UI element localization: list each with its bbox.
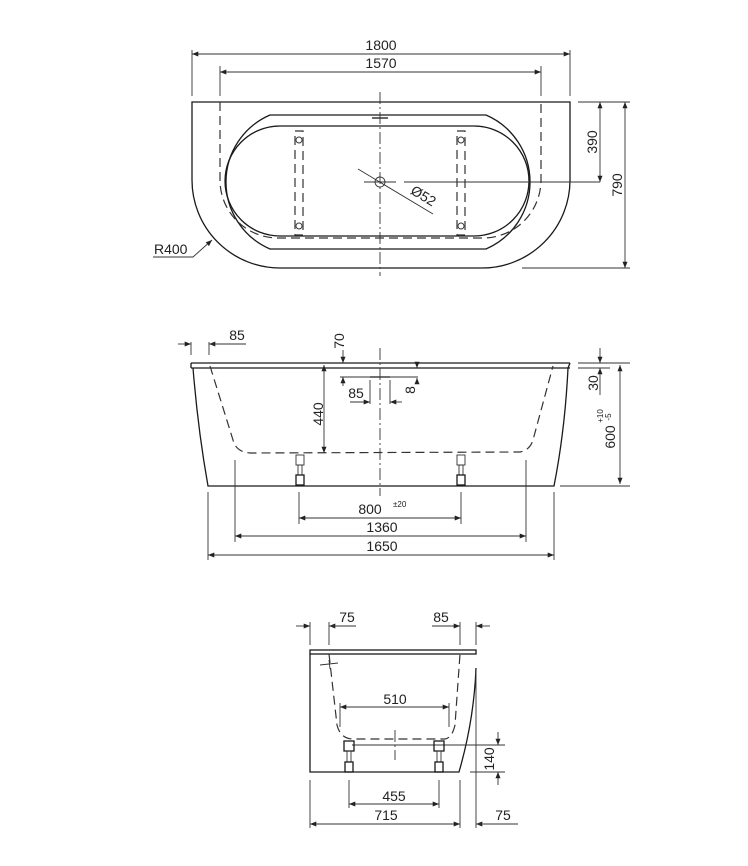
dim-overflow-depth: 8 (402, 386, 418, 394)
dim-floor-clearance: 140 (481, 747, 497, 771)
dim-inner-bottom-width: 510 (383, 691, 407, 707)
dim-base-width: 715 (374, 807, 398, 823)
dim-overall-width: 790 (609, 173, 625, 197)
end-view: 75 85 510 140 455 715 75 (296, 609, 518, 828)
dim-overflow-width: 85 (348, 385, 364, 401)
dim-corner-radius: R400 (154, 241, 188, 257)
dim-overall-height-tol-minus: -5 (604, 413, 613, 421)
dim-base-length: 1650 (366, 538, 397, 554)
dim-drain-diameter: Ø52 (408, 182, 439, 209)
dim-feet-spacing-tol: ±20 (393, 500, 407, 509)
end-foot-left (343, 740, 355, 773)
dim-overflow-height: 70 (331, 333, 347, 349)
side-view: 85 70 440 85 8 30 600 +10 -5 800 ± (178, 327, 630, 560)
dim-end-rim-offset-left: 75 (339, 609, 355, 625)
top-view: 1800 1570 390 790 Ø52 R400 (153, 37, 630, 276)
side-foot-right (456, 454, 466, 486)
side-foot-left (295, 454, 305, 486)
dim-feet-spacing: 800 (358, 501, 382, 517)
dim-end-rim-offset-right: 85 (433, 609, 449, 625)
dim-inner-bottom-length: 1360 (366, 519, 397, 535)
dim-side-rim-offset: 85 (229, 327, 245, 343)
dim-overall-height: 600 (602, 425, 618, 449)
dim-overall-length: 1800 (365, 37, 396, 53)
dim-end-feet-spacing: 455 (382, 788, 406, 804)
dim-rim-thickness: 30 (585, 375, 601, 391)
dim-overall-height-tol-plus: +10 (596, 409, 605, 423)
dim-back-offset: 75 (495, 807, 511, 823)
dim-inner-depth: 440 (310, 402, 326, 426)
end-foot-right (433, 740, 445, 773)
dim-half-width: 390 (584, 130, 600, 154)
dim-inner-length: 1570 (365, 55, 396, 71)
